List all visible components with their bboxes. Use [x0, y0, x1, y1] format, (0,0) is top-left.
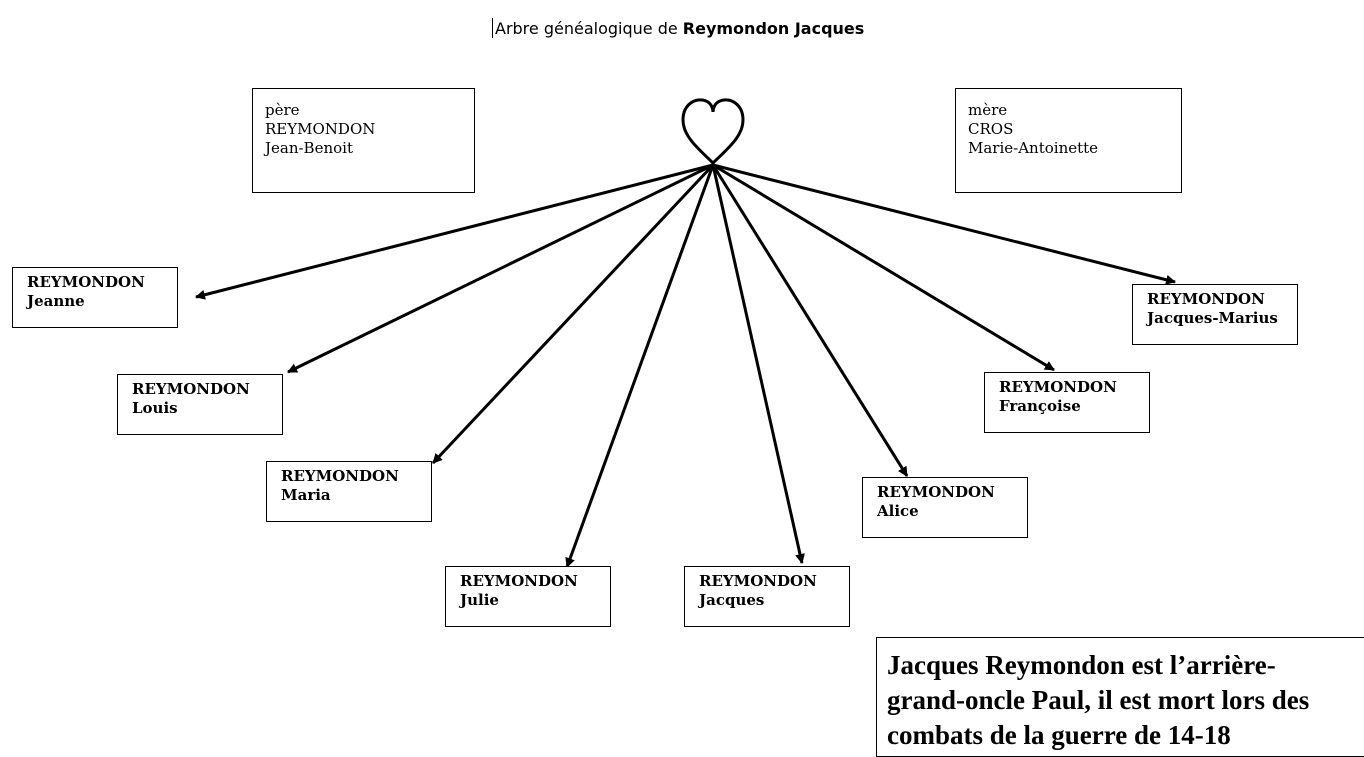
mother-surname: CROS	[968, 120, 1014, 138]
mother-box: mère CROS Marie-Antoinette	[955, 88, 1182, 193]
child-box-maria: REYMONDON Maria	[266, 461, 432, 522]
arrow-to-julie	[565, 164, 715, 568]
child-box-jeanne: REYMONDON Jeanne	[12, 267, 178, 328]
child-box-jacques: REYMONDON Jacques	[684, 566, 850, 627]
child-firstname: Louis	[132, 399, 178, 417]
child-firstname: Julie	[460, 591, 499, 609]
arrow-to-maria	[431, 163, 715, 465]
note-box: Jacques Reymondon est l’arrière- grand-o…	[876, 637, 1364, 757]
child-firstname: Alice	[877, 502, 919, 520]
father-surname: REYMONDON	[265, 120, 376, 138]
child-surname: REYMONDON	[27, 273, 145, 291]
child-firstname: Maria	[281, 486, 331, 504]
father-box: père REYMONDON Jean-Benoit	[252, 88, 475, 193]
child-box-jacques-marius: REYMONDON Jacques-Marius	[1132, 284, 1298, 345]
child-surname: REYMONDON	[877, 483, 995, 501]
child-box-alice: REYMONDON Alice	[862, 477, 1028, 538]
child-box-louis: REYMONDON Louis	[117, 374, 283, 435]
child-box-francoise: REYMONDON Françoise	[984, 372, 1150, 433]
father-firstname: Jean-Benoit	[265, 139, 353, 157]
title-prefix: Arbre généalogique de	[495, 19, 678, 38]
child-firstname: Jeanne	[27, 292, 85, 310]
child-box-julie: REYMONDON Julie	[445, 566, 611, 627]
note-line-1: Jacques Reymondon est l’arrière-	[887, 650, 1276, 680]
arrow-to-louis	[287, 163, 714, 374]
heart-icon	[681, 98, 745, 166]
mother-firstname: Marie-Antoinette	[968, 139, 1099, 157]
arrow-to-jacques-marius	[712, 163, 1176, 285]
child-surname: REYMONDON	[999, 378, 1117, 396]
text-cursor	[492, 18, 493, 38]
child-firstname: Françoise	[999, 397, 1081, 415]
note-line-2: grand-oncle Paul, il est mort lors des	[887, 685, 1310, 715]
arrow-to-alice	[711, 164, 909, 477]
page-title: Arbre généalogique de Reymondon Jacques	[492, 18, 864, 38]
child-surname: REYMONDON	[132, 380, 250, 398]
child-surname: REYMONDON	[699, 572, 817, 590]
father-role: père	[265, 101, 300, 119]
title-person-name: Reymondon Jacques	[682, 19, 865, 38]
child-surname: REYMONDON	[1147, 290, 1265, 308]
note-line-3: combats de la guerre de 14-18	[887, 720, 1231, 750]
child-firstname: Jacques-Marius	[1147, 309, 1278, 327]
arrow-to-jacques	[711, 164, 805, 564]
child-surname: REYMONDON	[281, 467, 399, 485]
child-surname: REYMONDON	[460, 572, 578, 590]
child-firstname: Jacques	[699, 591, 765, 609]
mother-role: mère	[968, 101, 1008, 119]
arrow-to-francoise	[712, 163, 1055, 372]
arrow-to-jeanne	[195, 163, 714, 300]
